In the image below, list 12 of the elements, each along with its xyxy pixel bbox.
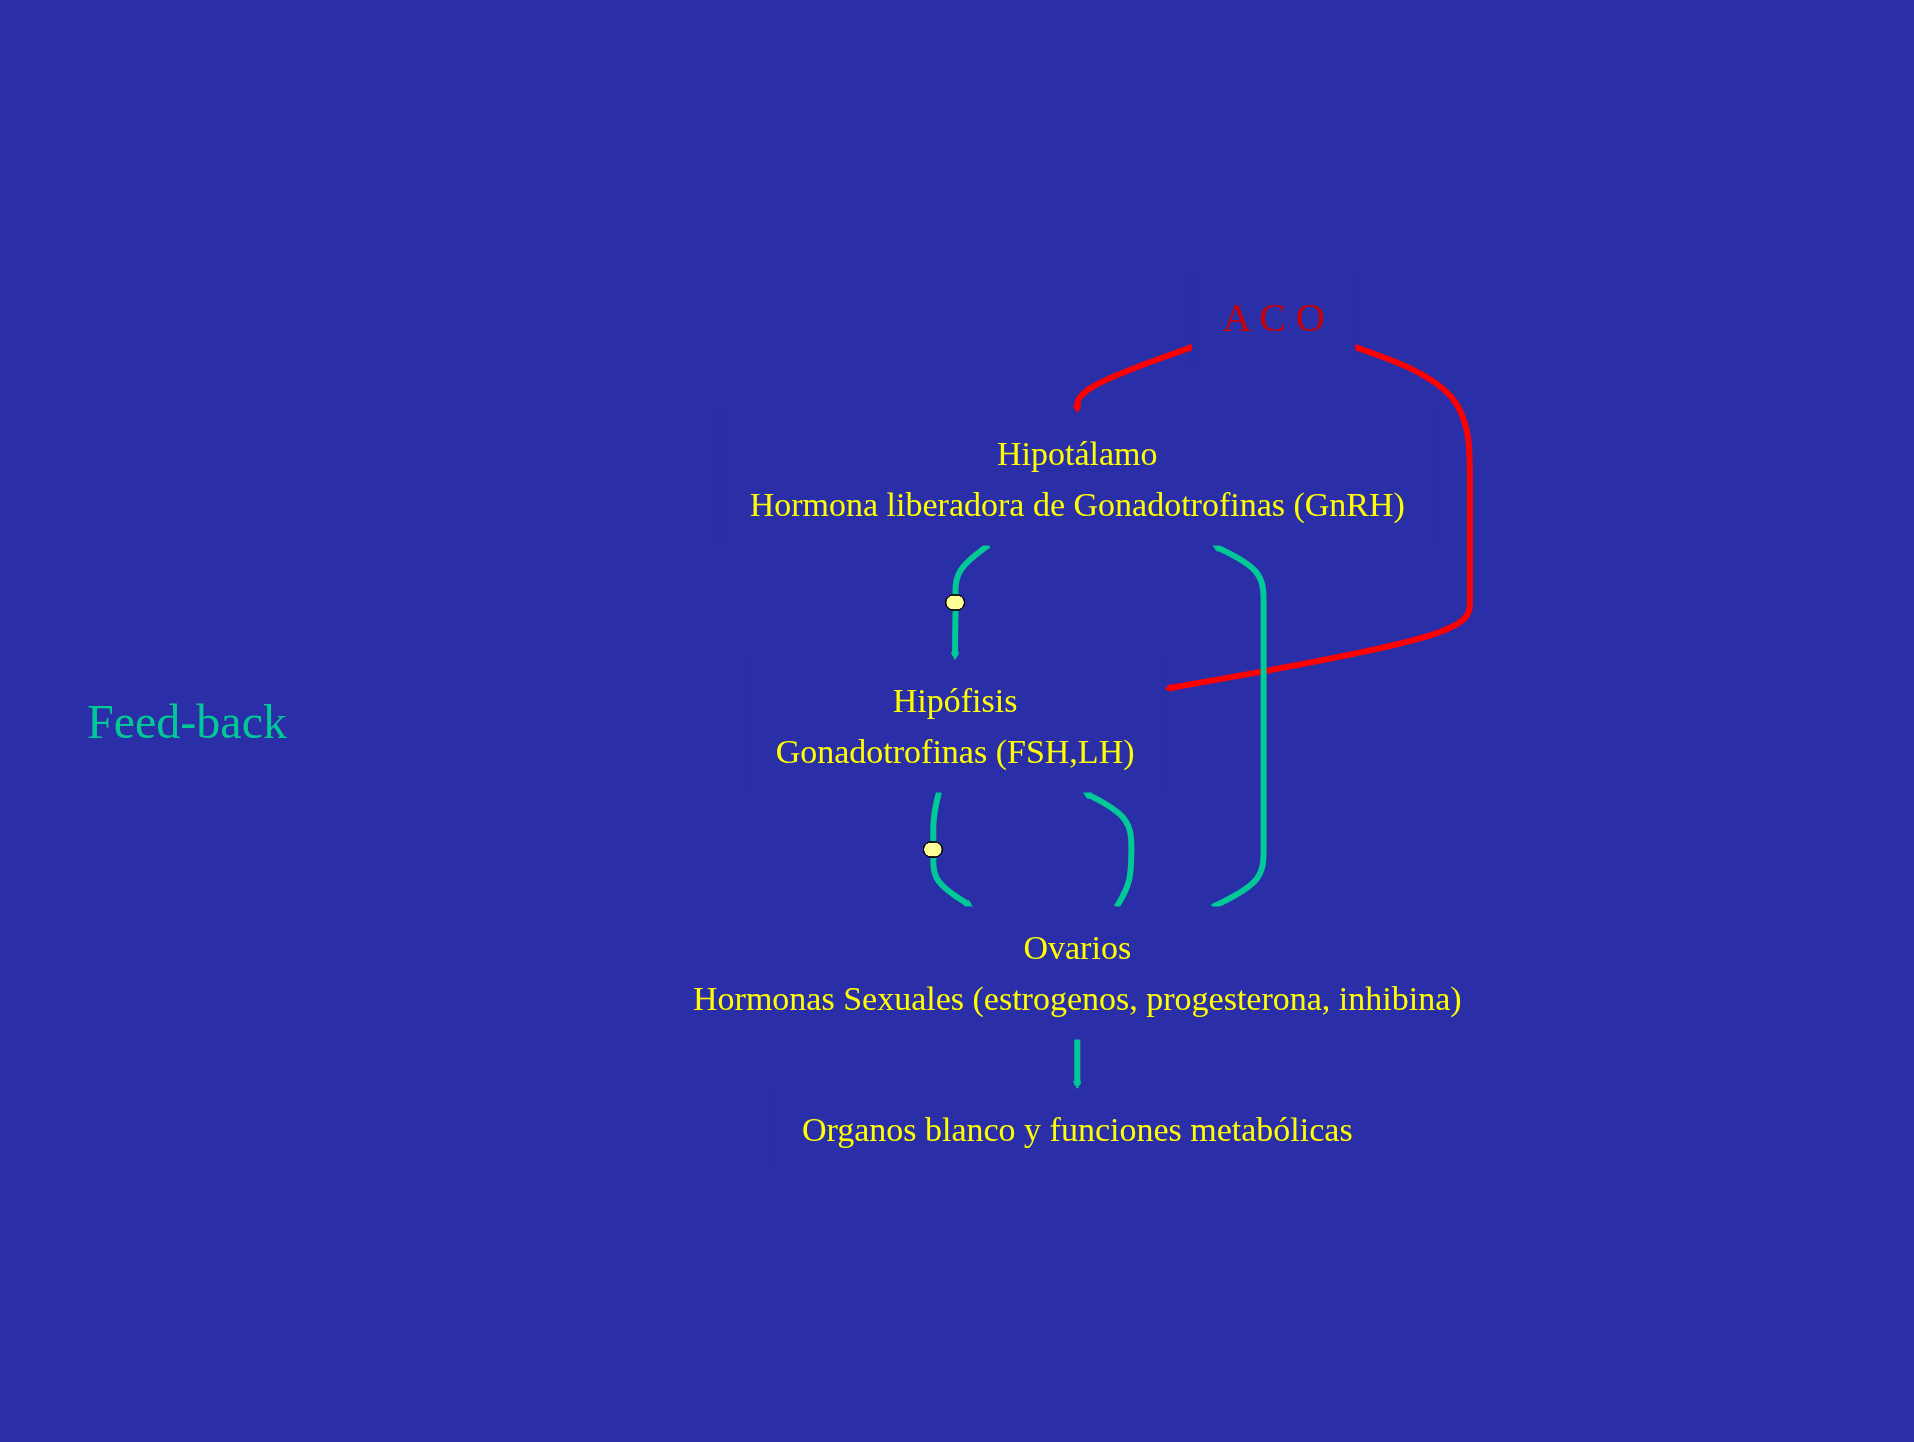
node-text: Organos blanco y funciones metabólicas bbox=[801, 1110, 1353, 1148]
connector bbox=[929, 790, 942, 843]
node-text: Hipotálamo Hormona liberadora de Gonadotrofinas (GnRH) bbox=[749, 434, 1405, 523]
arrow bbox=[1072, 343, 1194, 413]
node-text: Ovarios Hormonas Sexuales (estrogenos, progesterona, inhibina) bbox=[692, 928, 1462, 1017]
arrow bbox=[1163, 343, 1473, 692]
arrow bbox=[929, 856, 973, 907]
arrow bbox=[950, 609, 960, 660]
node-text: A C O bbox=[1222, 294, 1325, 340]
arrow bbox=[1072, 1038, 1082, 1089]
feedback-label: Feed-back bbox=[87, 693, 287, 749]
node-text: Hipófisis Gonadotrofinas (FSH,LH) bbox=[775, 681, 1135, 770]
